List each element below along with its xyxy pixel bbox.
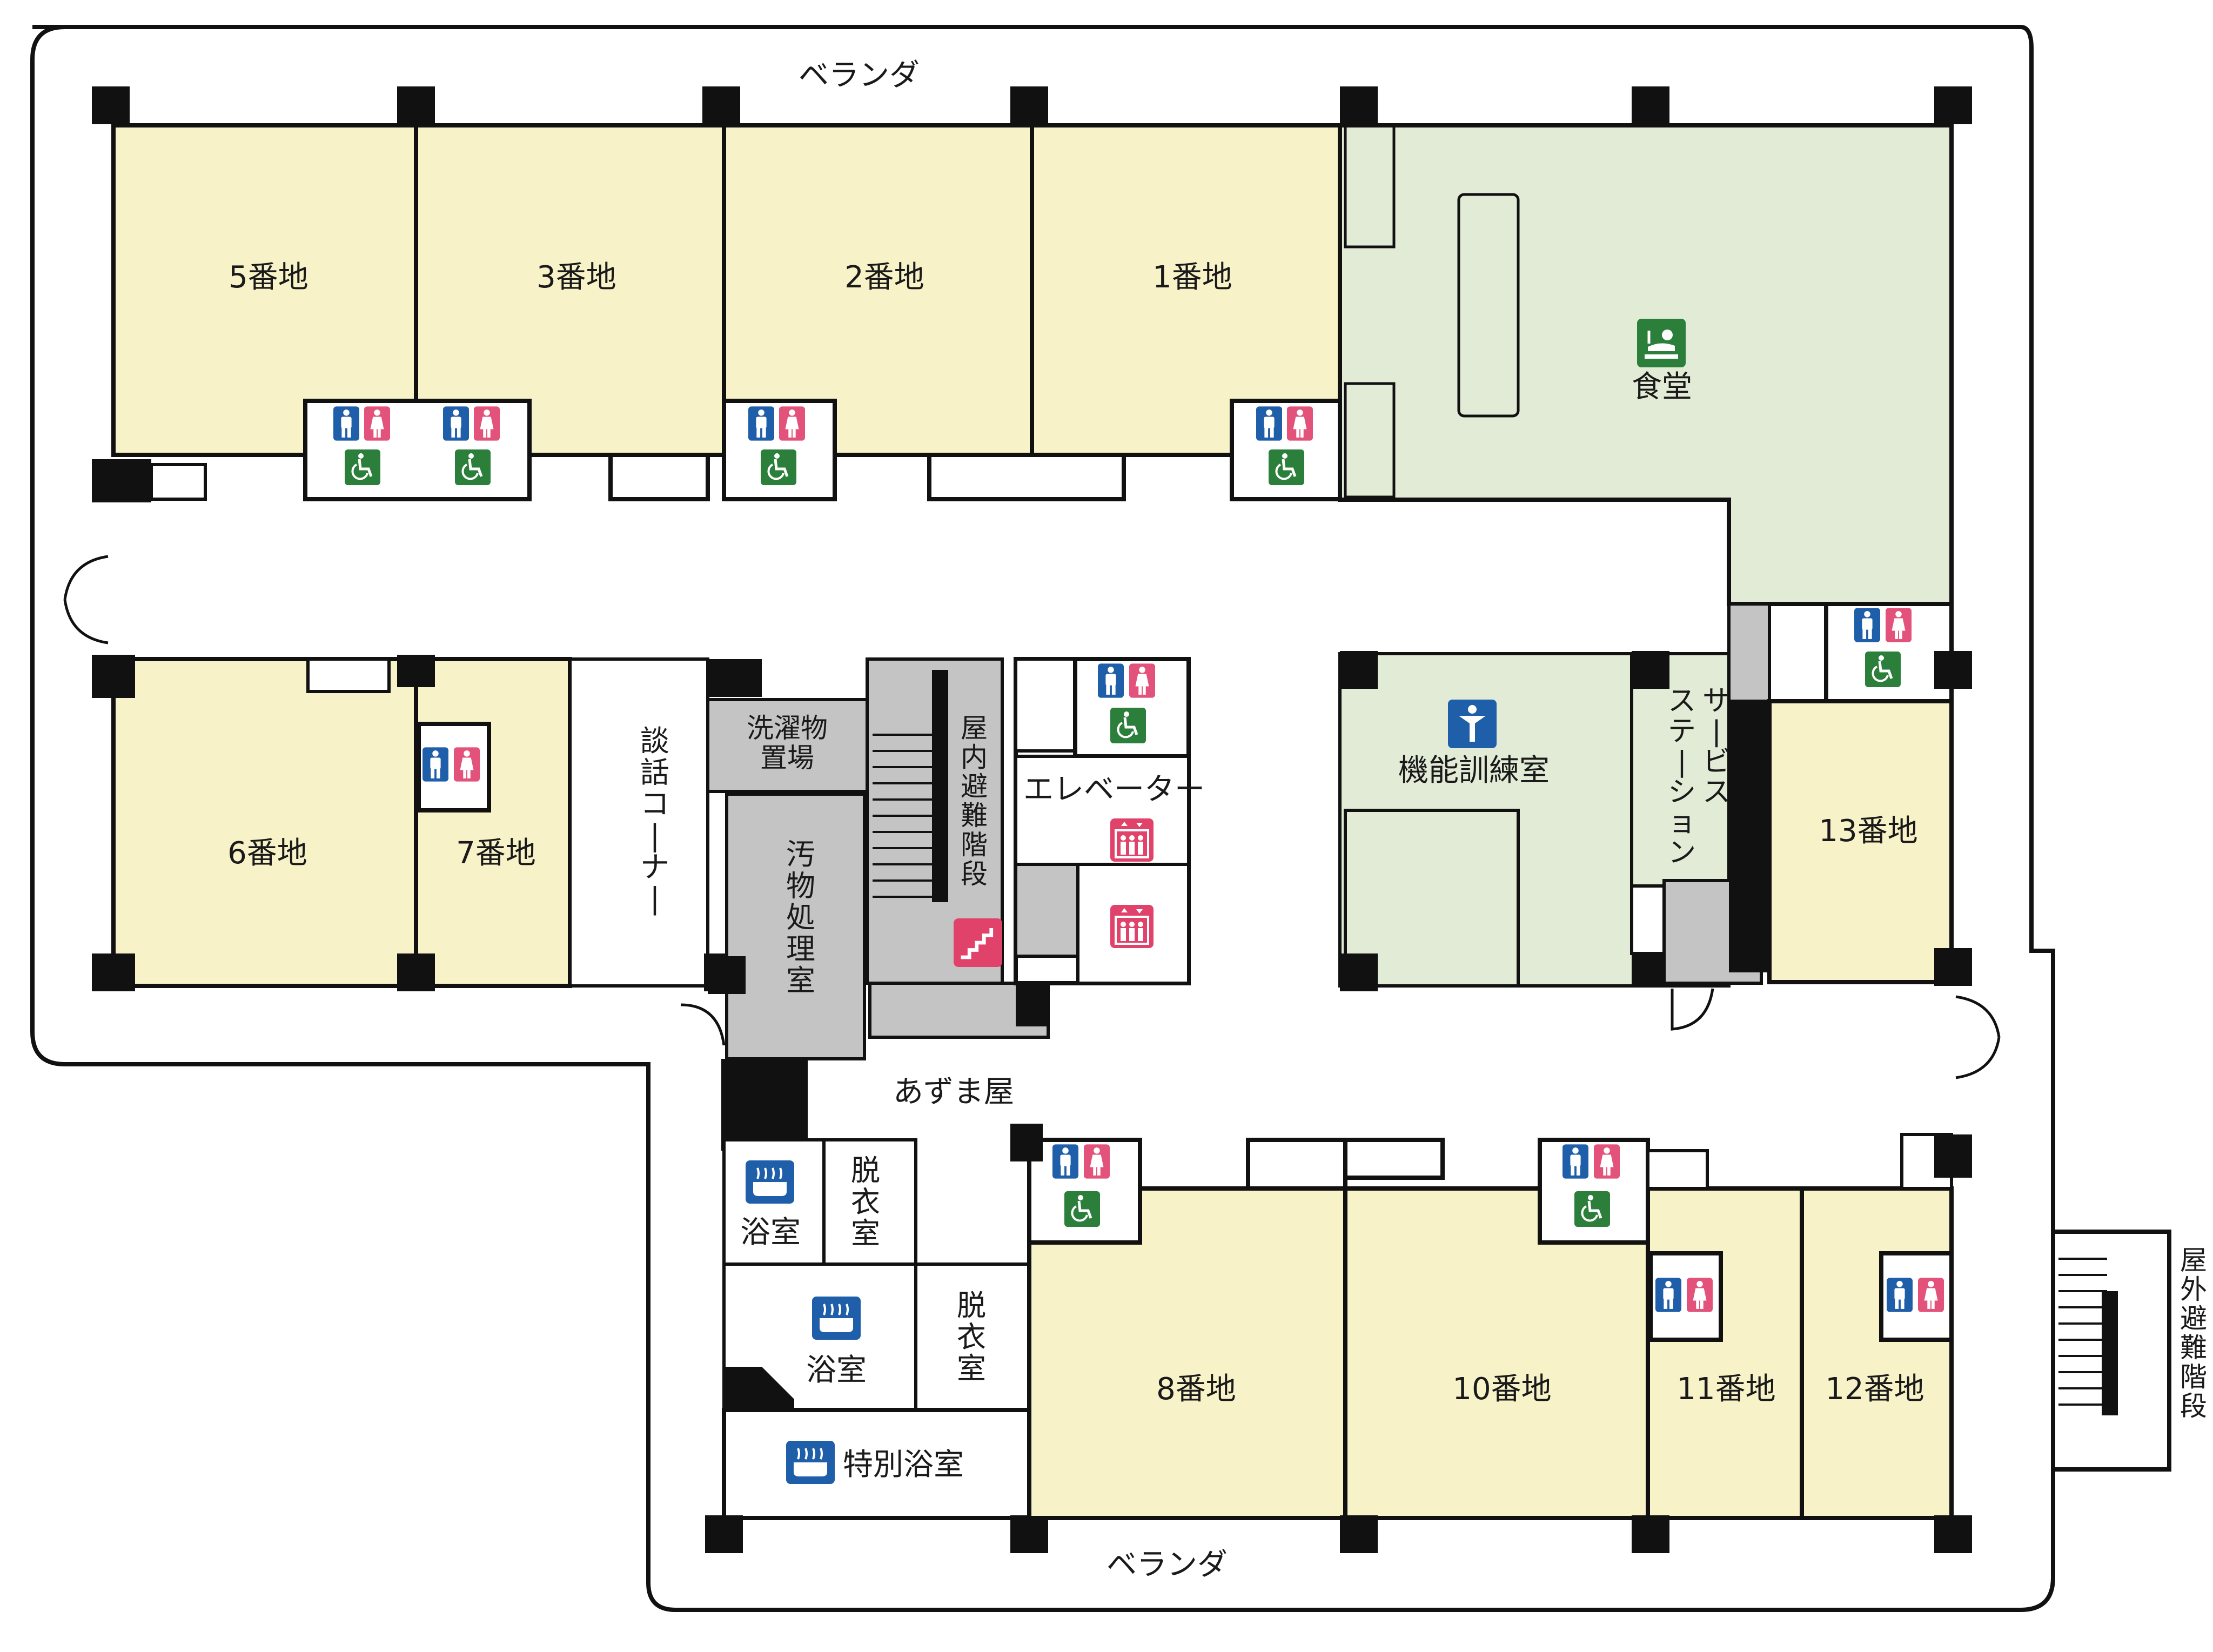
room-10-label: 10番地 [1452, 1372, 1551, 1407]
male-toilet-icon [1854, 608, 1880, 642]
male-toilet-icon [1655, 1278, 1681, 1312]
left-entrance-door[interactable] [63, 555, 109, 644]
training-label: 機能訓練室 [1398, 753, 1550, 788]
veranda-top-label: ベランダ [799, 58, 920, 93]
female-toilet-icon [1918, 1278, 1944, 1312]
inner-stairs-label: 屋内避難階段 [961, 713, 988, 890]
female-toilet-icon [454, 747, 480, 782]
wheelchair-icon [1110, 708, 1146, 743]
core-block [706, 657, 1191, 1151]
room-block-middle-left [92, 655, 742, 991]
text-labels: ベランダ ベランダ 5番地 3番地 2番地 1番地 食堂 6番地 7番地 機能訓… [227, 58, 2207, 1582]
room-7-label: 7番地 [456, 836, 536, 871]
wheelchair-icon [1064, 1191, 1100, 1227]
room-block-middle-right [1338, 602, 1972, 1031]
male-toilet-icon [1052, 1144, 1078, 1179]
room-6[interactable] [111, 657, 418, 988]
male-toilet-icon [1098, 663, 1124, 698]
laundry-label: 洗濯物置場 [747, 713, 828, 774]
room-3-label: 3番地 [537, 260, 616, 295]
female-toilet-icon [779, 406, 805, 441]
wheelchair-icon [1269, 449, 1304, 485]
top-pillars [92, 86, 1972, 502]
bath-1-label: 浴室 [740, 1215, 801, 1250]
service-station[interactable] [1630, 652, 1731, 893]
female-toilet-icon [1129, 663, 1155, 698]
room-1-label: 1番地 [1152, 260, 1232, 295]
dining-closet-2 [1344, 382, 1396, 499]
bath-icon [786, 1441, 835, 1484]
room-8-label: 8番地 [1156, 1372, 1236, 1407]
stairs-icon [954, 918, 1002, 967]
dining-label: 食堂 [1632, 370, 1692, 405]
male-toilet-icon [333, 406, 359, 441]
core-door[interactable] [680, 1003, 726, 1046]
veranda-bottom-label: ベランダ [1106, 1547, 1228, 1582]
male-toilet-icon [1887, 1278, 1913, 1312]
wheelchair-icon [455, 449, 491, 485]
wheelchair-icon [345, 449, 380, 485]
female-toilet-icon [364, 406, 390, 441]
female-toilet-icon [1084, 1144, 1110, 1179]
wheelchair-icon [1574, 1191, 1610, 1227]
male-toilet-icon [1562, 1144, 1588, 1179]
male-toilet-icon [443, 406, 469, 441]
room-6-label: 6番地 [227, 836, 307, 871]
room-12[interactable] [1800, 1186, 1954, 1520]
lounge-label: 談話コ|ナ| [640, 724, 669, 916]
bath-block [705, 1138, 1048, 1553]
room-5-label: 5番地 [229, 260, 309, 295]
dressing-room-2[interactable] [914, 1262, 1031, 1412]
right-entrance-door[interactable] [1955, 995, 2001, 1079]
dressing-2-label: 脱衣室 [957, 1288, 986, 1386]
female-toilet-icon [1886, 608, 1912, 642]
elevator-icon [1110, 905, 1154, 948]
room-11[interactable] [1646, 1186, 1804, 1520]
outdoor-stairs[interactable] [2051, 1230, 2171, 1472]
outer-stairs-label: 屋外避難階段 [2180, 1245, 2207, 1422]
female-toilet-icon [1594, 1144, 1620, 1179]
stair-treads [873, 734, 943, 898]
dining-counter [1457, 193, 1520, 418]
female-toilet-icon [1287, 406, 1313, 441]
special-bath-label: 特別浴室 [843, 1447, 964, 1482]
toilet-block-top [150, 399, 1342, 501]
male-toilet-icon [423, 747, 448, 782]
dressing-1-label: 脱衣室 [851, 1153, 880, 1251]
dressing-room-1[interactable] [822, 1138, 917, 1266]
room-12-label: 12番地 [1825, 1372, 1924, 1407]
wheelchair-icon [1865, 652, 1901, 687]
male-toilet-icon [1256, 406, 1282, 441]
male-toilet-icon [748, 406, 774, 441]
room-13-label: 13番地 [1819, 814, 1917, 849]
laundry-area[interactable] [706, 698, 869, 793]
elevator-label: エレベーター [1023, 772, 1205, 807]
room-block-bottom [1010, 1124, 1972, 1553]
female-toilet-icon [1687, 1278, 1713, 1312]
room-11-label: 11番地 [1676, 1372, 1775, 1407]
training-icon [1448, 700, 1497, 748]
bath-2-label: 浴室 [806, 1353, 867, 1388]
female-toilet-icon [474, 406, 500, 441]
soiled-label: 汚物処理室 [786, 837, 815, 997]
bath-icon [746, 1160, 794, 1204]
azumaya-label: あずま屋 [893, 1075, 1014, 1110]
lounge[interactable] [568, 657, 709, 988]
room-2-label: 2番地 [844, 260, 924, 295]
room-7[interactable] [414, 657, 572, 988]
elevator-icon [1110, 818, 1154, 862]
soiled-utility-room[interactable] [725, 793, 866, 1060]
dining-icon [1637, 319, 1686, 367]
wheelchair-icon [761, 449, 796, 485]
dining-closet-1 [1344, 124, 1396, 249]
service-station-label: サ|ビスステ|ション [1668, 685, 1731, 869]
special-bath-room[interactable] [722, 1408, 1031, 1520]
bath-icon [812, 1297, 861, 1340]
